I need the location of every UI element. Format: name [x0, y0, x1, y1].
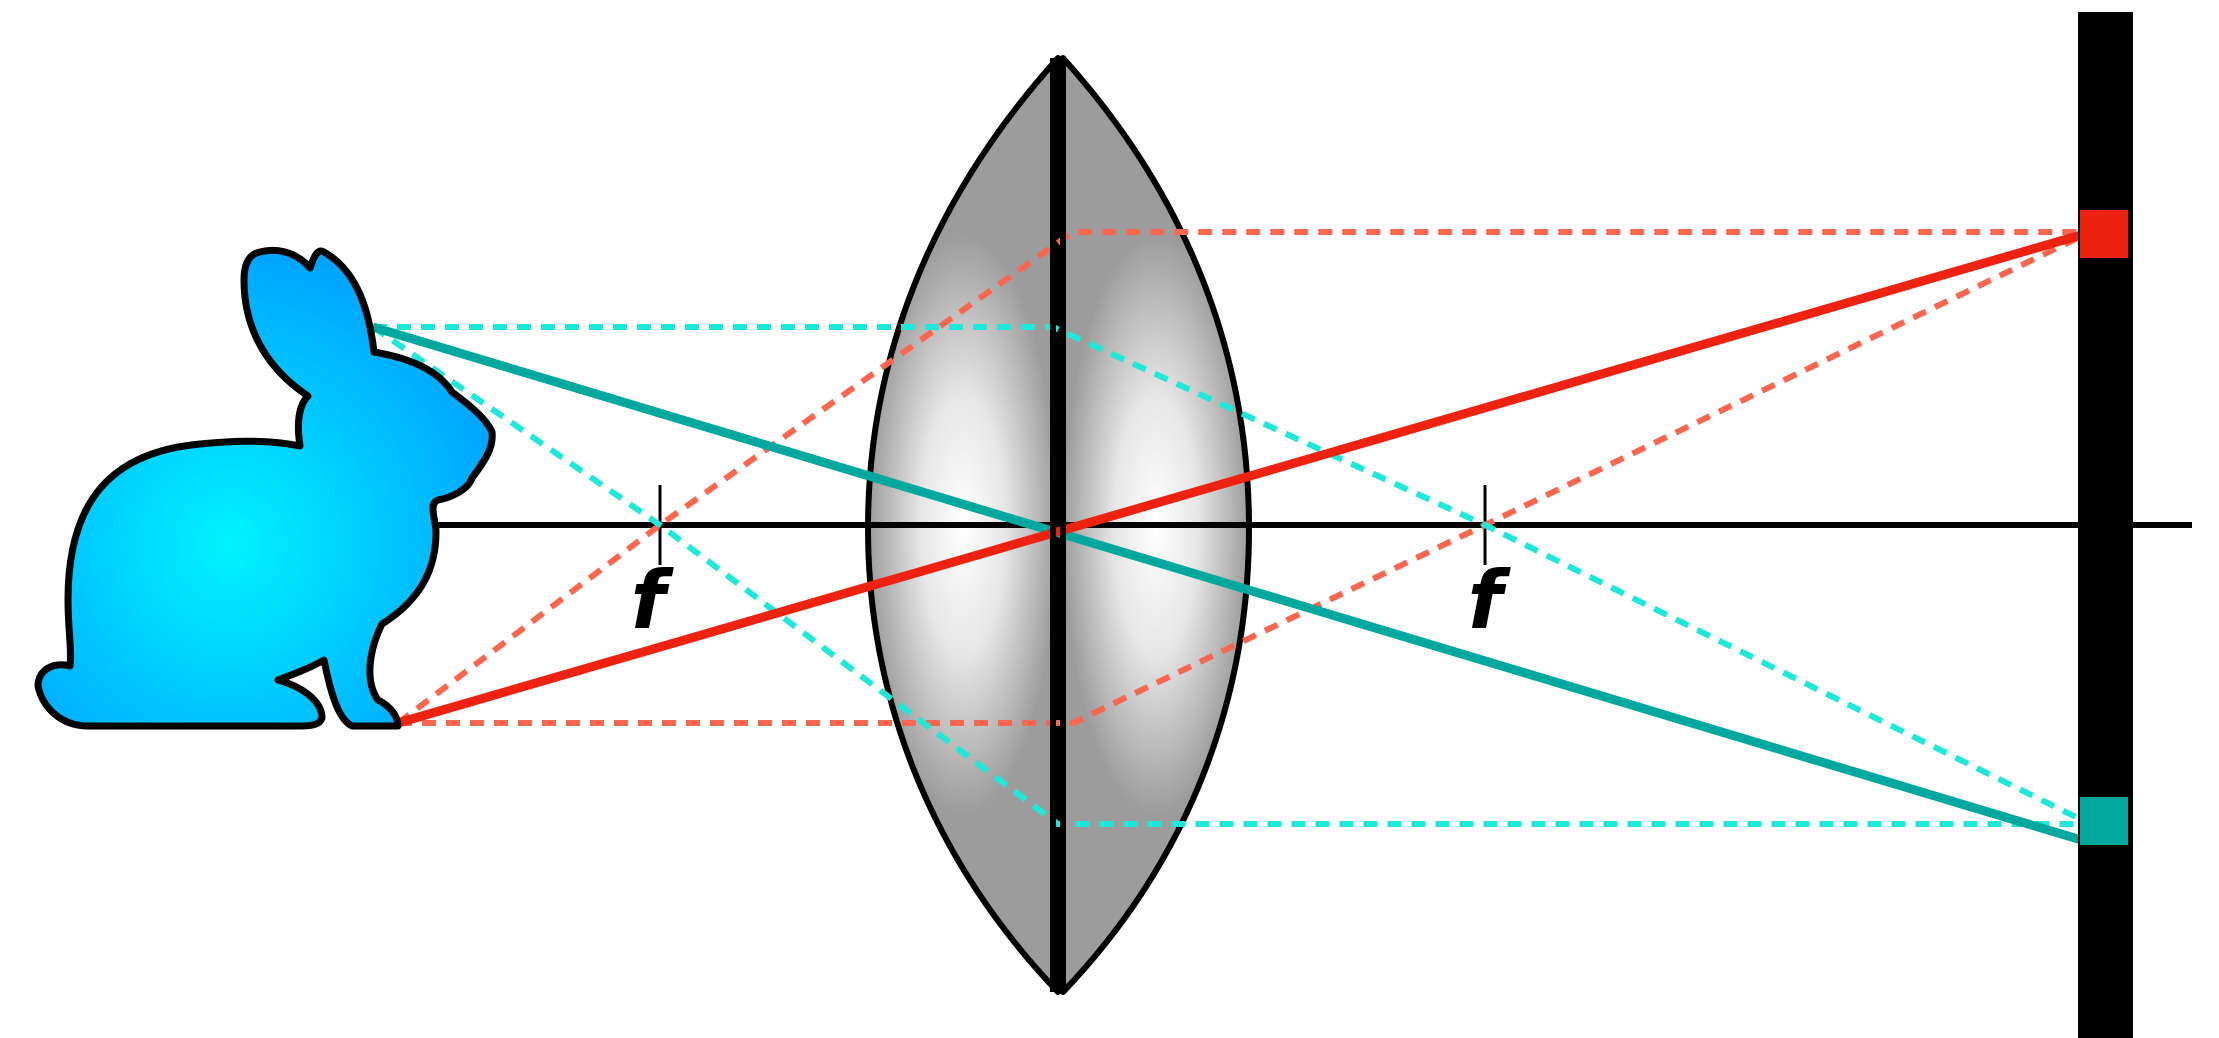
red-chief-ray	[396, 228, 2090, 728]
image-top-marker	[2080, 210, 2128, 258]
rabbit-icon	[34, 247, 496, 730]
focal-label-right: f	[1468, 554, 1512, 647]
sensor-screen	[2078, 12, 2133, 1038]
red-parallel-ray	[398, 230, 2090, 726]
focal-label-left: f	[631, 554, 675, 647]
teal-chief-ray	[371, 322, 2090, 847]
teal-parallel-ray	[373, 324, 2090, 826]
image-bottom-marker	[2080, 797, 2128, 845]
red-focal-ray	[396, 229, 2088, 726]
dashed-rays	[371, 229, 2090, 827]
teal-focal-ray	[371, 324, 2088, 827]
